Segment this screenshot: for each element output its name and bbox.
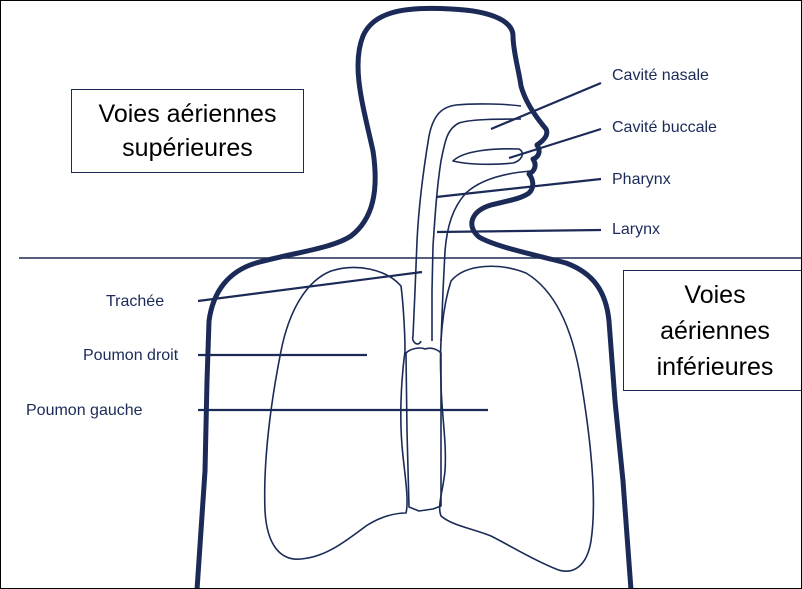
leader-nasal-cavity bbox=[491, 83, 601, 129]
label-pharynx: Pharynx bbox=[612, 171, 671, 189]
airway-passage bbox=[406, 104, 531, 511]
leader-larynx bbox=[437, 230, 601, 232]
left-lung-outline bbox=[440, 266, 594, 571]
label-left-lung: Poumon gauche bbox=[26, 402, 143, 420]
leader-oral-cavity bbox=[509, 129, 601, 158]
label-nasal-cavity: Cavité nasale bbox=[612, 67, 709, 85]
lower-airways-line-2: aériennes bbox=[660, 313, 770, 349]
lower-airways-line-1: Voies bbox=[684, 277, 745, 313]
lower-airways-line-3: inférieures bbox=[657, 349, 774, 385]
lower-airways-box: Voies aériennes inférieures bbox=[623, 270, 802, 391]
label-oral-cavity: Cavité buccale bbox=[612, 119, 717, 137]
label-larynx: Larynx bbox=[612, 221, 660, 239]
upper-airways-line-1: Voies aériennes bbox=[99, 97, 277, 131]
right-lung-outline bbox=[265, 267, 407, 559]
label-right-lung: Poumon droit bbox=[83, 347, 178, 365]
upper-airways-box: Voies aériennes supérieures bbox=[71, 89, 304, 173]
label-trachea: Trachée bbox=[106, 293, 164, 311]
upper-airways-line-2: supérieures bbox=[122, 131, 253, 165]
leader-pharynx bbox=[436, 179, 601, 197]
